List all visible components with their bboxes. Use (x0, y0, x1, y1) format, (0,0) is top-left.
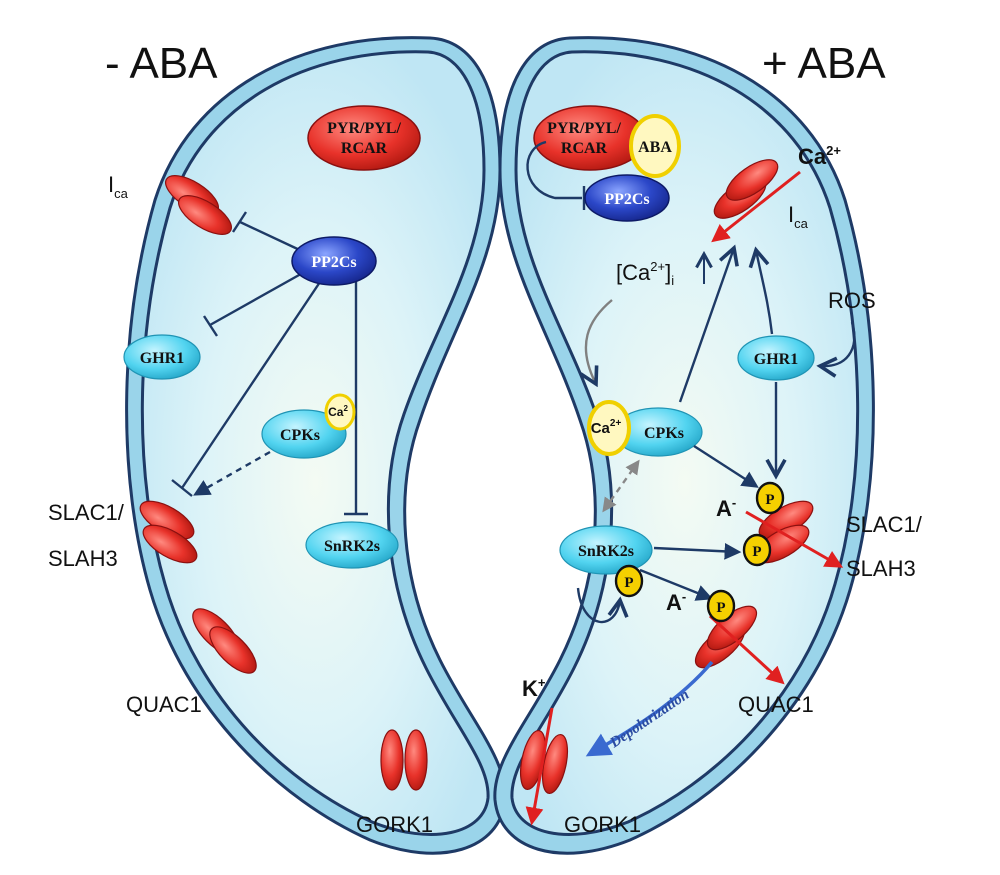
left-gork1-label: GORK1 (356, 812, 433, 837)
right-gork1-label: GORK1 (564, 812, 641, 837)
left-slac1-channel-icon (139, 500, 198, 564)
right-ca-badge: Ca2+ (591, 418, 622, 437)
right-cpks-to-slac-arrow (693, 444, 759, 488)
right-receptor-inhibition-line (526, 140, 582, 200)
right-panel-title: + ABA (762, 39, 886, 88)
left-pp2c-inhibition-lines (171, 211, 368, 516)
right-ros-arrow (820, 321, 856, 366)
right-ros-label: ROS (828, 288, 876, 313)
right-quac-anion-label: A- (666, 589, 686, 615)
right-ghr1: GHR1 (737, 335, 815, 381)
right-slac-anion-label: A- (716, 495, 736, 521)
svg-text:P: P (716, 600, 725, 616)
svg-text:GHR1: GHR1 (754, 351, 798, 368)
right-snrk2s-phospho: P (614, 564, 644, 598)
right-depolarization-arrow (585, 660, 714, 757)
left-ica-channel-icon (165, 175, 232, 235)
svg-text:CPKs: CPKs (280, 427, 320, 444)
right-snrk2s-to-quac-arrow (639, 568, 714, 601)
right-quac1-label: QUAC1 (738, 692, 814, 717)
left-ghr1: GHR1 (123, 334, 201, 380)
right-snrk2s: SnRK2s (559, 525, 653, 575)
svg-text:PP2Cs: PP2Cs (604, 191, 649, 208)
svg-text:ABA: ABA (638, 139, 672, 156)
left-pp2cs: PP2Cs (291, 236, 377, 286)
left-quac1-label: QUAC1 (126, 692, 202, 717)
left-cpk-dashed-arrow (193, 450, 271, 496)
right-ca-to-cpks-arrow (586, 299, 613, 384)
right-ca-ion-label: Ca2+ (798, 143, 841, 169)
svg-text:CPKs: CPKs (644, 425, 684, 442)
right-slac-label-line2: SLAH3 (846, 556, 916, 581)
left-receptor-line2: RCAR (341, 140, 388, 157)
left-slac-label-line2: SLAH3 (48, 546, 118, 571)
right-snrk2s-to-slac-arrow (653, 542, 742, 560)
right-slac-anion-efflux-arrow (745, 510, 844, 568)
right-snrk2s-autophospho-arrow (576, 587, 620, 624)
left-ica-label: Ica (108, 172, 129, 201)
svg-text:PYR/PYL/: PYR/PYL/ (547, 120, 621, 137)
right-quac-phospho: P (706, 589, 736, 623)
right-pp2cs: PP2Cs (584, 174, 670, 222)
right-slac-label-line1: SLAC1/ (846, 512, 923, 537)
right-ica-channel-icon (713, 159, 779, 219)
right-slac-phospho-2: P (742, 533, 772, 567)
right-quac-anion-efflux-arrow (708, 614, 785, 685)
right-aba-ligand: ABA (629, 114, 681, 178)
right-cpks-snrk2s-dashed-arrow (602, 459, 640, 513)
svg-text:SnRK2s: SnRK2s (324, 538, 380, 555)
left-slac-label-line1: SLAC1/ (48, 500, 125, 525)
left-panel-title: - ABA (105, 39, 218, 88)
left-gork1-channel-icon (380, 729, 428, 791)
left-cpks: CPKs Ca2 (261, 393, 356, 459)
left-receptor-line1: PYR/PYL/ (327, 120, 401, 137)
left-receptor-pyr-pyl-rcar: PYR/PYL/ RCAR (307, 105, 421, 171)
right-cpks-to-ica-arrow (678, 248, 734, 403)
right-k-ion-label: K+ (522, 675, 546, 701)
svg-text:RCAR: RCAR (561, 140, 608, 157)
svg-text:GHR1: GHR1 (140, 350, 184, 367)
left-snrk2s: SnRK2s (305, 521, 399, 569)
svg-text:P: P (752, 544, 761, 560)
right-ca-cytosolic-label: [Ca2+]i (616, 259, 674, 288)
right-ica-label: Ica (788, 202, 809, 231)
left-quac1-channel-icon (192, 608, 257, 674)
left-ca-badge: Ca2 (328, 404, 348, 419)
right-ca-influx-arrow (711, 170, 801, 243)
svg-text:P: P (624, 575, 633, 591)
right-k-efflux-arrow (525, 707, 554, 826)
right-slac-phospho-1: P (755, 481, 785, 515)
svg-text:PP2Cs: PP2Cs (311, 254, 356, 271)
svg-text:P: P (765, 492, 774, 508)
right-receptor-pyr-pyl-rcar: PYR/PYL/ RCAR (533, 105, 647, 171)
right-cpks: CPKs Ca2+ (587, 400, 703, 457)
right-ghr1-to-ica-arrow (756, 250, 774, 335)
svg-text:SnRK2s: SnRK2s (578, 543, 634, 560)
